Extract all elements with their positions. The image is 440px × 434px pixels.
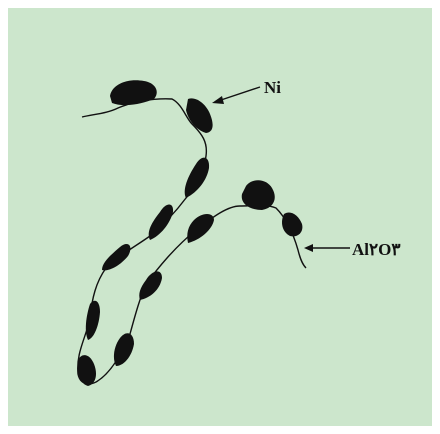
alumina-label: Al٢O٣ (352, 240, 401, 259)
ni-particle (148, 204, 174, 240)
ni-particle (110, 80, 157, 106)
ni-pointer-arrow (212, 86, 261, 104)
support-fiber-outline (77, 98, 307, 385)
ni-particle (139, 271, 162, 300)
nickel-particles (77, 80, 303, 386)
ni-particle (113, 333, 134, 366)
ni-particle (241, 180, 275, 210)
ni-particle (282, 212, 303, 237)
ni-particle (187, 214, 214, 243)
ni-particle (102, 243, 131, 271)
alumina-pointer-arrow (304, 244, 350, 252)
ni-particle (85, 300, 100, 340)
nickel-label: Ni (264, 78, 281, 97)
ni-particle (77, 355, 96, 386)
ni-particle (184, 157, 210, 198)
ni-particle (186, 98, 213, 133)
